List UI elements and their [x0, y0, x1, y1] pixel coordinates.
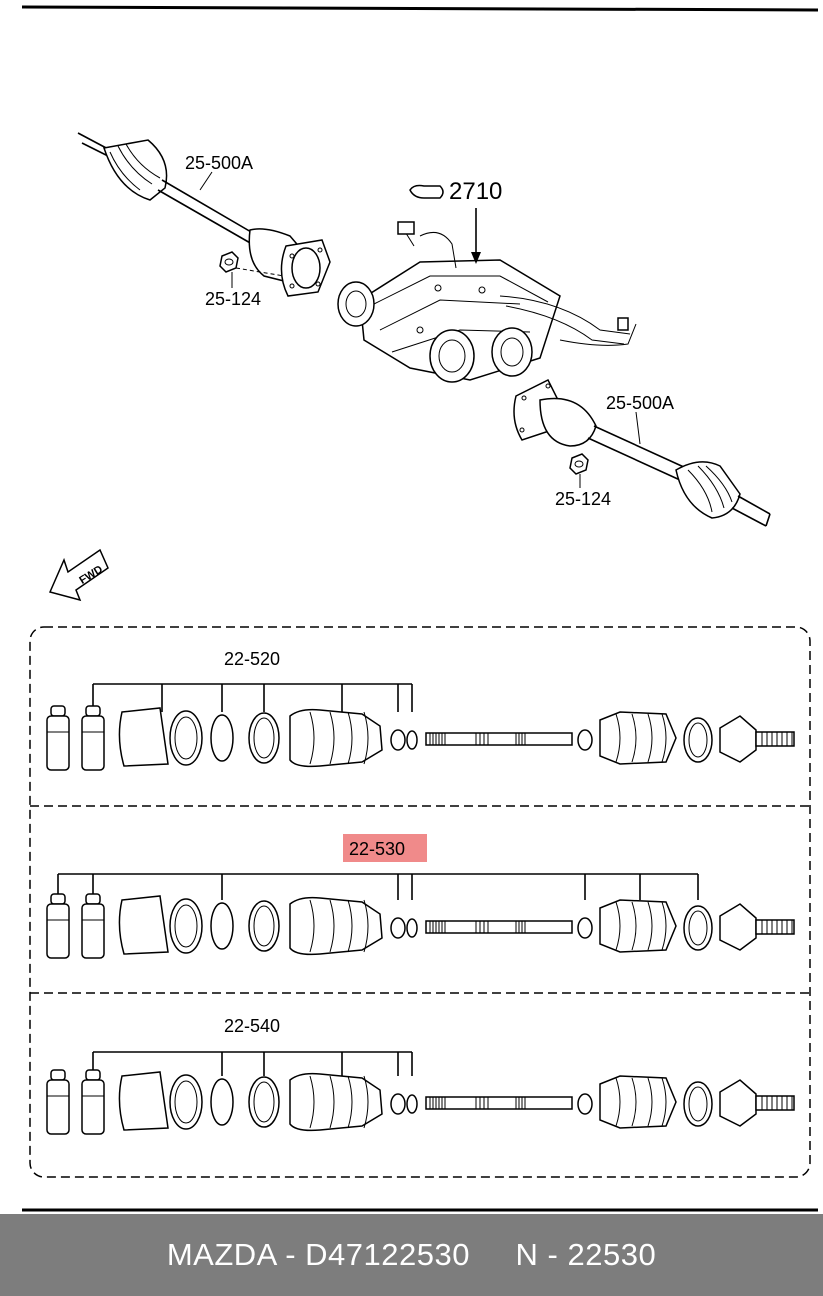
right-drive-shaft	[513, 378, 771, 527]
callout-nut-left: 25-124	[205, 289, 261, 309]
cv-housing	[118, 895, 203, 955]
grease-bottle	[46, 1069, 70, 1135]
kit-row-22-520	[46, 683, 795, 771]
right-nut	[569, 453, 589, 475]
differential-assembly	[337, 221, 637, 383]
stub-axle	[719, 715, 795, 763]
footer-ref: N - 22530	[515, 1237, 657, 1272]
cv-housing	[118, 1071, 203, 1131]
cv-boot	[289, 1072, 383, 1132]
grease-bottle	[46, 893, 70, 959]
kit-label-22-530: 22-530	[349, 839, 405, 859]
boot-band	[683, 1081, 713, 1127]
snap-ring	[390, 1093, 406, 1115]
axle-shaft	[425, 920, 573, 934]
cv-boot	[289, 708, 383, 768]
boot-band	[683, 717, 713, 763]
inner-boot	[599, 711, 677, 765]
boot-clamp-ring	[210, 714, 234, 762]
boot-clamp-ring	[210, 1078, 234, 1126]
grease-bottle	[81, 893, 105, 959]
grease-bottle	[46, 705, 70, 771]
inner-boot	[599, 1075, 677, 1129]
fwd-arrow-icon: FWD	[48, 548, 109, 602]
footer-bar: MAZDA - D47122530 N - 22530	[0, 1214, 823, 1296]
callout-shaft-right: 25-500A	[606, 393, 674, 413]
axle-shaft	[425, 732, 573, 746]
footer-brand: MAZDA - D47122530	[166, 1237, 470, 1272]
top-border	[21, 5, 819, 12]
leader-shaft-right	[635, 411, 641, 445]
callout-shaft-left: 25-500A	[185, 153, 253, 173]
grease-bottle	[81, 705, 105, 771]
left-nut	[219, 251, 239, 273]
snap-ring	[406, 730, 418, 750]
boot-band	[683, 905, 713, 951]
callout-nut-right: 25-124	[555, 489, 611, 509]
boot-clamp-ring	[210, 902, 234, 950]
left-drive-shaft	[77, 132, 331, 297]
stub-axle	[719, 903, 795, 951]
kit-label-22-520: 22-520	[224, 649, 280, 669]
leader-nut-left-dashed	[235, 267, 285, 277]
leader-diff-arrow	[471, 252, 481, 264]
snap-ring	[406, 918, 418, 938]
snap-ring	[577, 917, 593, 939]
kit-panel-border	[29, 626, 811, 1178]
axle-shaft	[425, 1096, 573, 1110]
callout-diff: 2710	[449, 178, 502, 205]
inner-boot	[599, 899, 677, 953]
leader-shaft-left	[199, 171, 213, 191]
kit-label-22-540: 22-540	[224, 1016, 280, 1036]
snap-ring	[577, 729, 593, 751]
kit-label-highlight	[343, 834, 427, 862]
snap-ring	[577, 1093, 593, 1115]
kit-row-22-530	[46, 873, 795, 959]
grease-bottle	[81, 1069, 105, 1135]
snap-ring	[390, 917, 406, 939]
snap-ring	[406, 1094, 418, 1114]
stub-axle	[719, 1079, 795, 1127]
hand-pointer-icon	[409, 184, 444, 199]
cv-boot	[289, 896, 383, 956]
kit-row-22-540	[46, 1051, 795, 1135]
cv-housing	[118, 707, 203, 767]
snap-ring	[390, 729, 406, 751]
